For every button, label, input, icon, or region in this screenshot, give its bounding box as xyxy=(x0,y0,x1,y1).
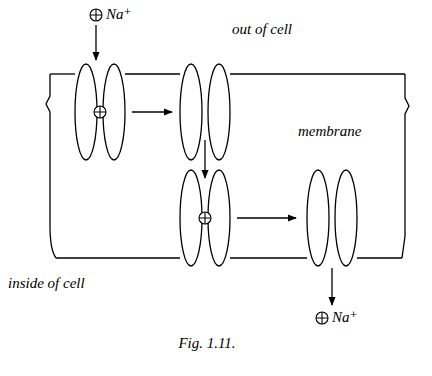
region-label: inside of cell xyxy=(8,276,85,291)
positive-charge-symbols xyxy=(90,9,328,324)
membrane-surface xyxy=(50,73,75,74)
ion-path-arrow xyxy=(204,140,205,178)
membrane-surface xyxy=(357,257,402,258)
channel-protein xyxy=(208,64,230,160)
membrane-surface xyxy=(230,257,307,258)
positive-charge xyxy=(316,312,328,324)
membrane-cut-edge xyxy=(46,74,56,258)
ion-path-arrow xyxy=(132,111,172,112)
ion-channels xyxy=(75,64,357,266)
channel-protein xyxy=(307,170,329,266)
ion-path-arrow xyxy=(95,25,96,60)
positive-charge xyxy=(94,106,106,118)
region-label: out of cell xyxy=(232,22,292,37)
ion-label: Na⁺ xyxy=(332,310,357,325)
channel-protein xyxy=(180,64,202,160)
positive-charge xyxy=(199,212,211,224)
figure-caption: Fig. 1.11. xyxy=(178,336,235,351)
positive-charge xyxy=(90,9,102,21)
ion-path-arrow xyxy=(237,217,296,218)
ion-path-arrow xyxy=(331,268,332,305)
ion-label: Na⁺ xyxy=(106,7,131,22)
membrane-surface xyxy=(230,73,405,74)
channel-protein xyxy=(335,170,357,266)
membrane-surface xyxy=(125,73,180,74)
membrane-cut-edge xyxy=(402,74,409,258)
region-label: membrane xyxy=(298,124,361,139)
membrane-surface xyxy=(56,257,180,258)
